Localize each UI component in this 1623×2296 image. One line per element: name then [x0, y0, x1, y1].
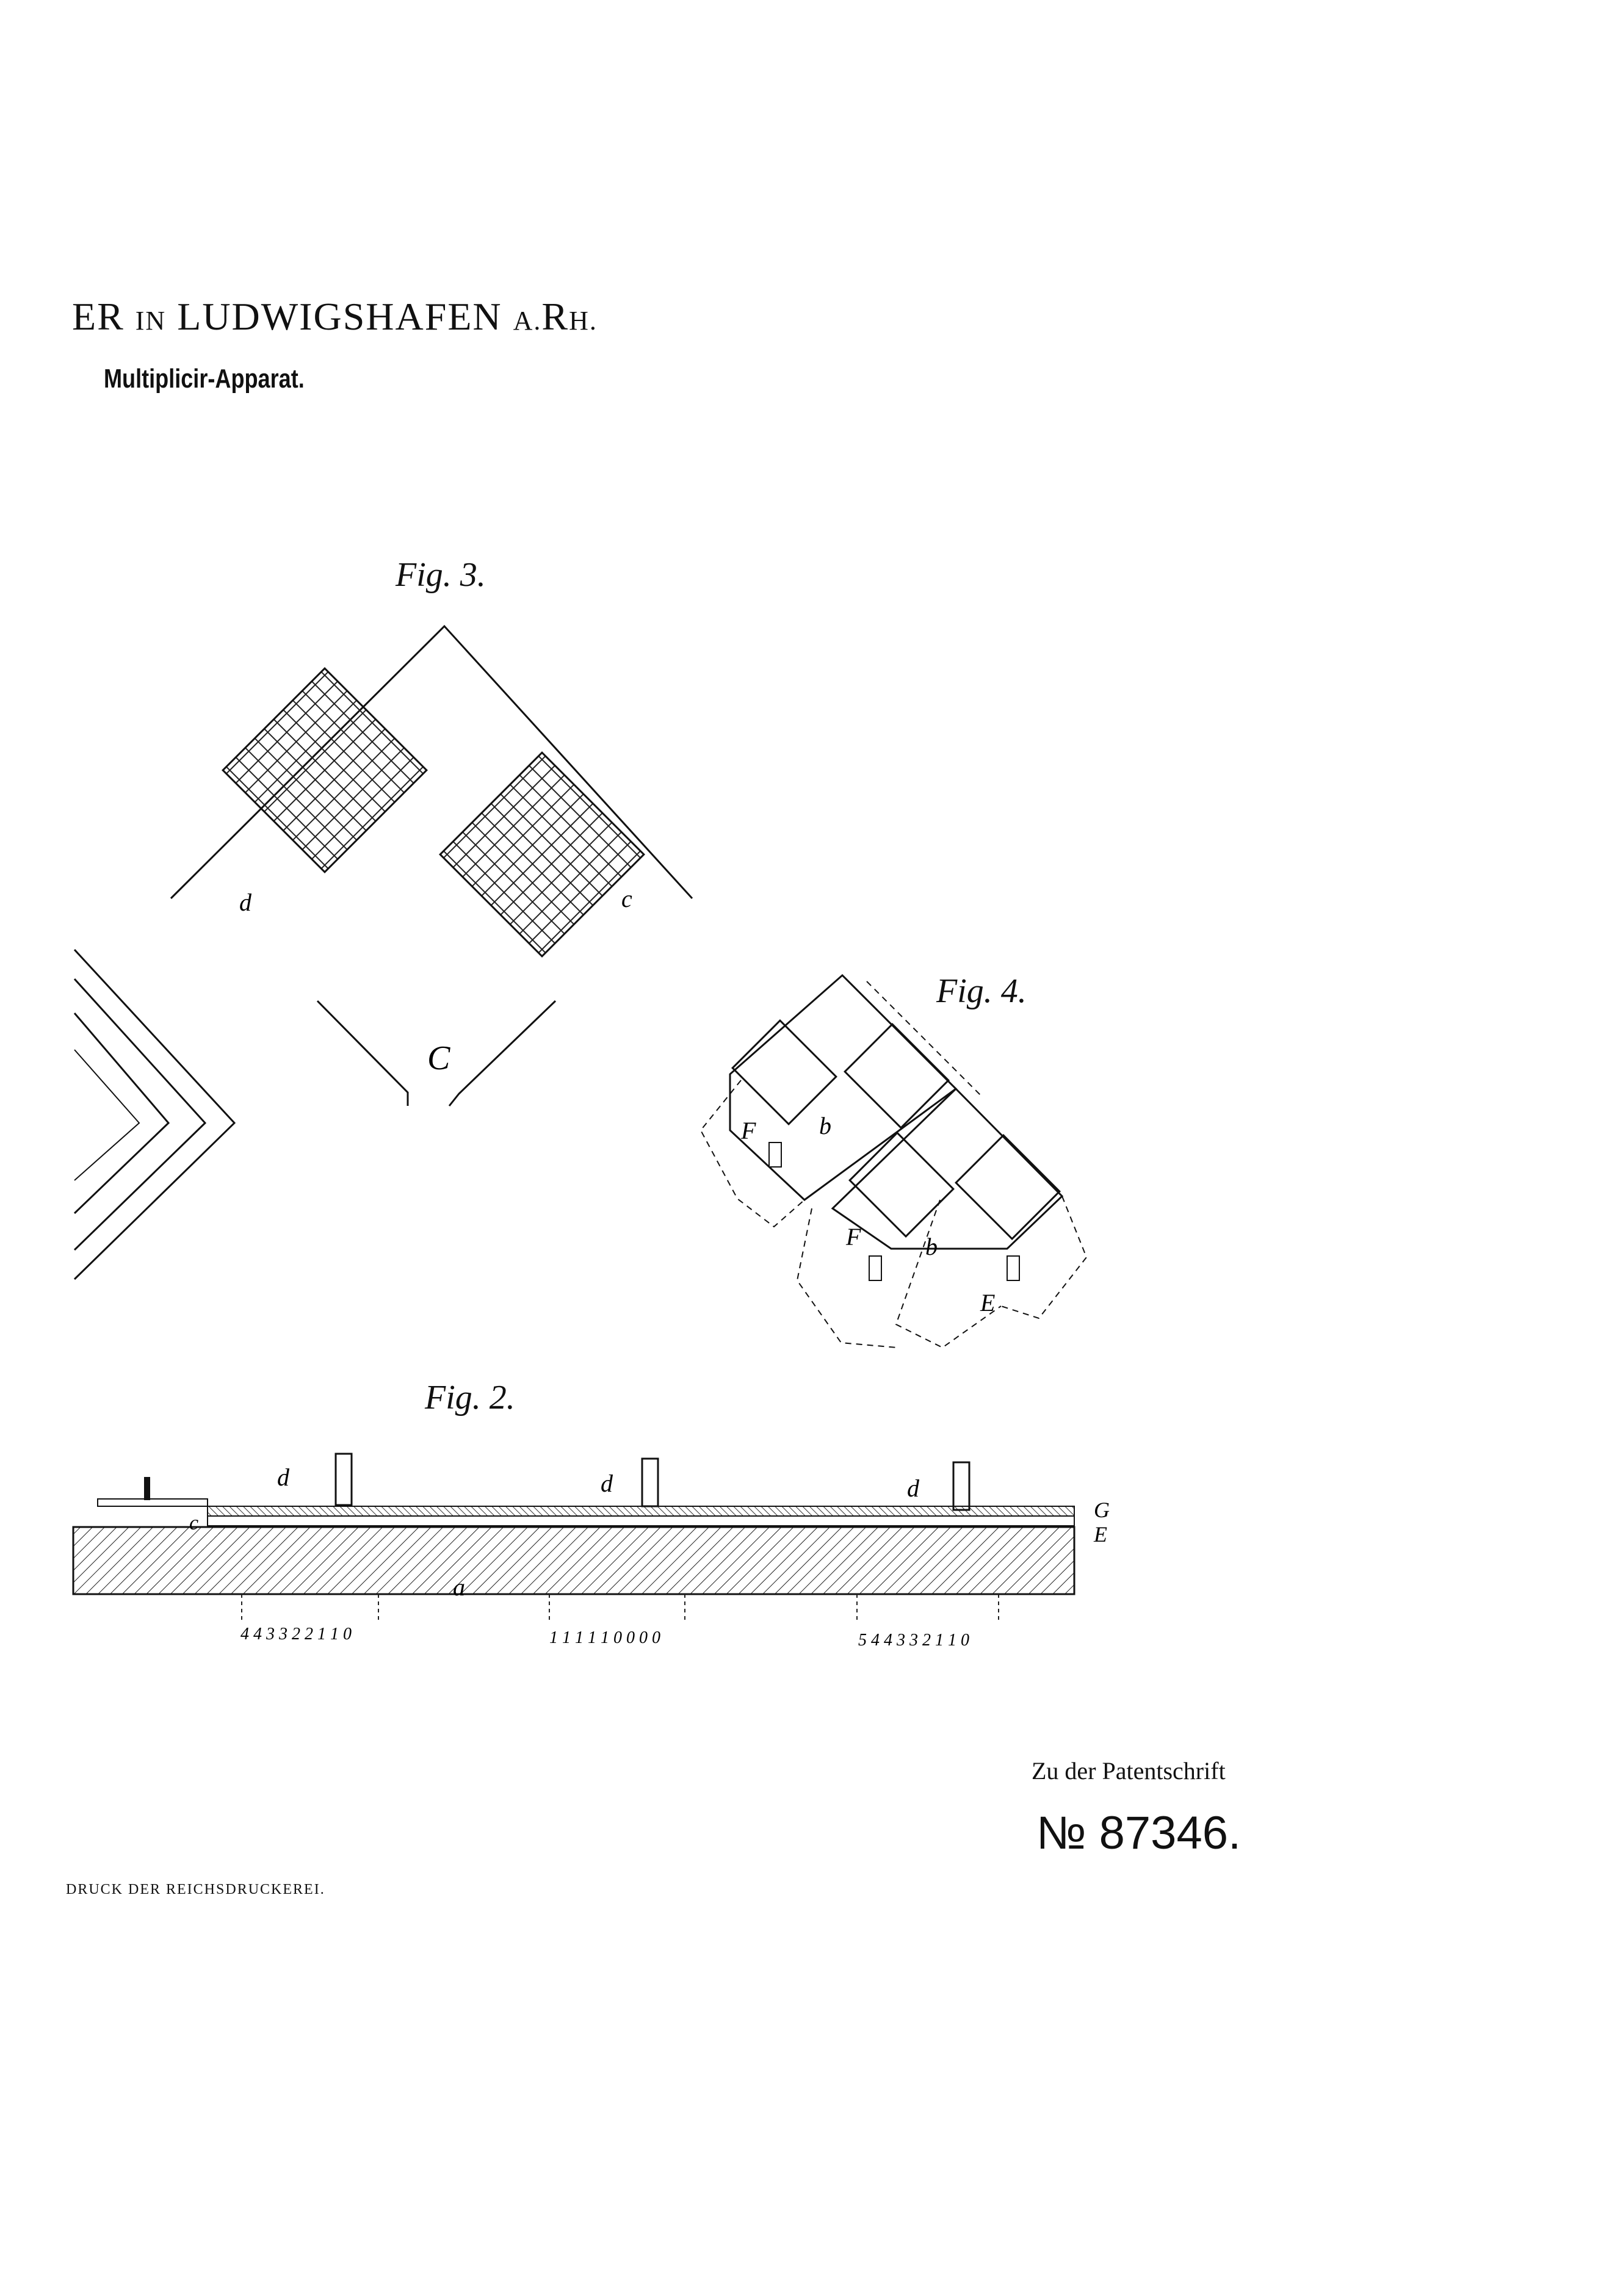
applicant-city: LUDWIGSHAFEN [177, 295, 502, 338]
applicant-rh-r: R [541, 295, 569, 338]
patent-reference: Zu der Patentschrift [1032, 1757, 1226, 1785]
fig4-label: Fig. 4. [936, 972, 1027, 1010]
applicant-rh-h: H. [569, 306, 598, 336]
fig4-label-E: E [980, 1289, 995, 1316]
fig2-label-G: G [1094, 1498, 1110, 1522]
applicant-a: A. [513, 306, 542, 336]
fig2-label-d1: d [277, 1464, 290, 1491]
patent-number: № 87346. [1036, 1807, 1242, 1859]
printer-line: DRUCK DER REICHSDRUCKEREI. [66, 1882, 325, 1897]
applicant-in: IN [135, 306, 167, 336]
fig2-scale-2: 1 1 1 1 1 0 0 0 0 [549, 1628, 660, 1647]
fig2-label-a: a [453, 1573, 465, 1601]
applicant-line: ER IN LUDWIGSHAFEN A.RH. [72, 294, 598, 339]
fig3-drawing: d c C [73, 624, 693, 1280]
fig2-label-d3: d [907, 1475, 920, 1502]
applicant-prefix: ER [72, 295, 125, 338]
fig2-label-c: c [189, 1512, 198, 1534]
fig2-label: Fig. 2. [425, 1379, 515, 1417]
fig2-label-d2: d [601, 1470, 613, 1497]
fig3-label: Fig. 3. [396, 556, 486, 594]
fig2-scale-1: 4 4 3 3 2 2 1 1 0 [240, 1625, 352, 1644]
document-title: Multiplicir-Apparat. [104, 364, 305, 394]
fig4-drawing [699, 973, 1088, 1349]
fig4-label-b1: b [819, 1112, 831, 1139]
fig3-label-C: C [427, 1039, 450, 1077]
fig4-label-b2: b [925, 1233, 938, 1260]
fig2-scale-3: 5 4 4 3 3 2 1 1 0 [858, 1631, 969, 1650]
fig2-drawing [72, 1453, 1075, 1623]
fig3-label-c: c [621, 885, 632, 912]
fig2-label-E: E [1093, 1522, 1107, 1547]
fig4-label-F1: F [740, 1117, 756, 1144]
fig4-label-F2: F [845, 1223, 861, 1251]
fig3-label-d: d [239, 889, 252, 916]
